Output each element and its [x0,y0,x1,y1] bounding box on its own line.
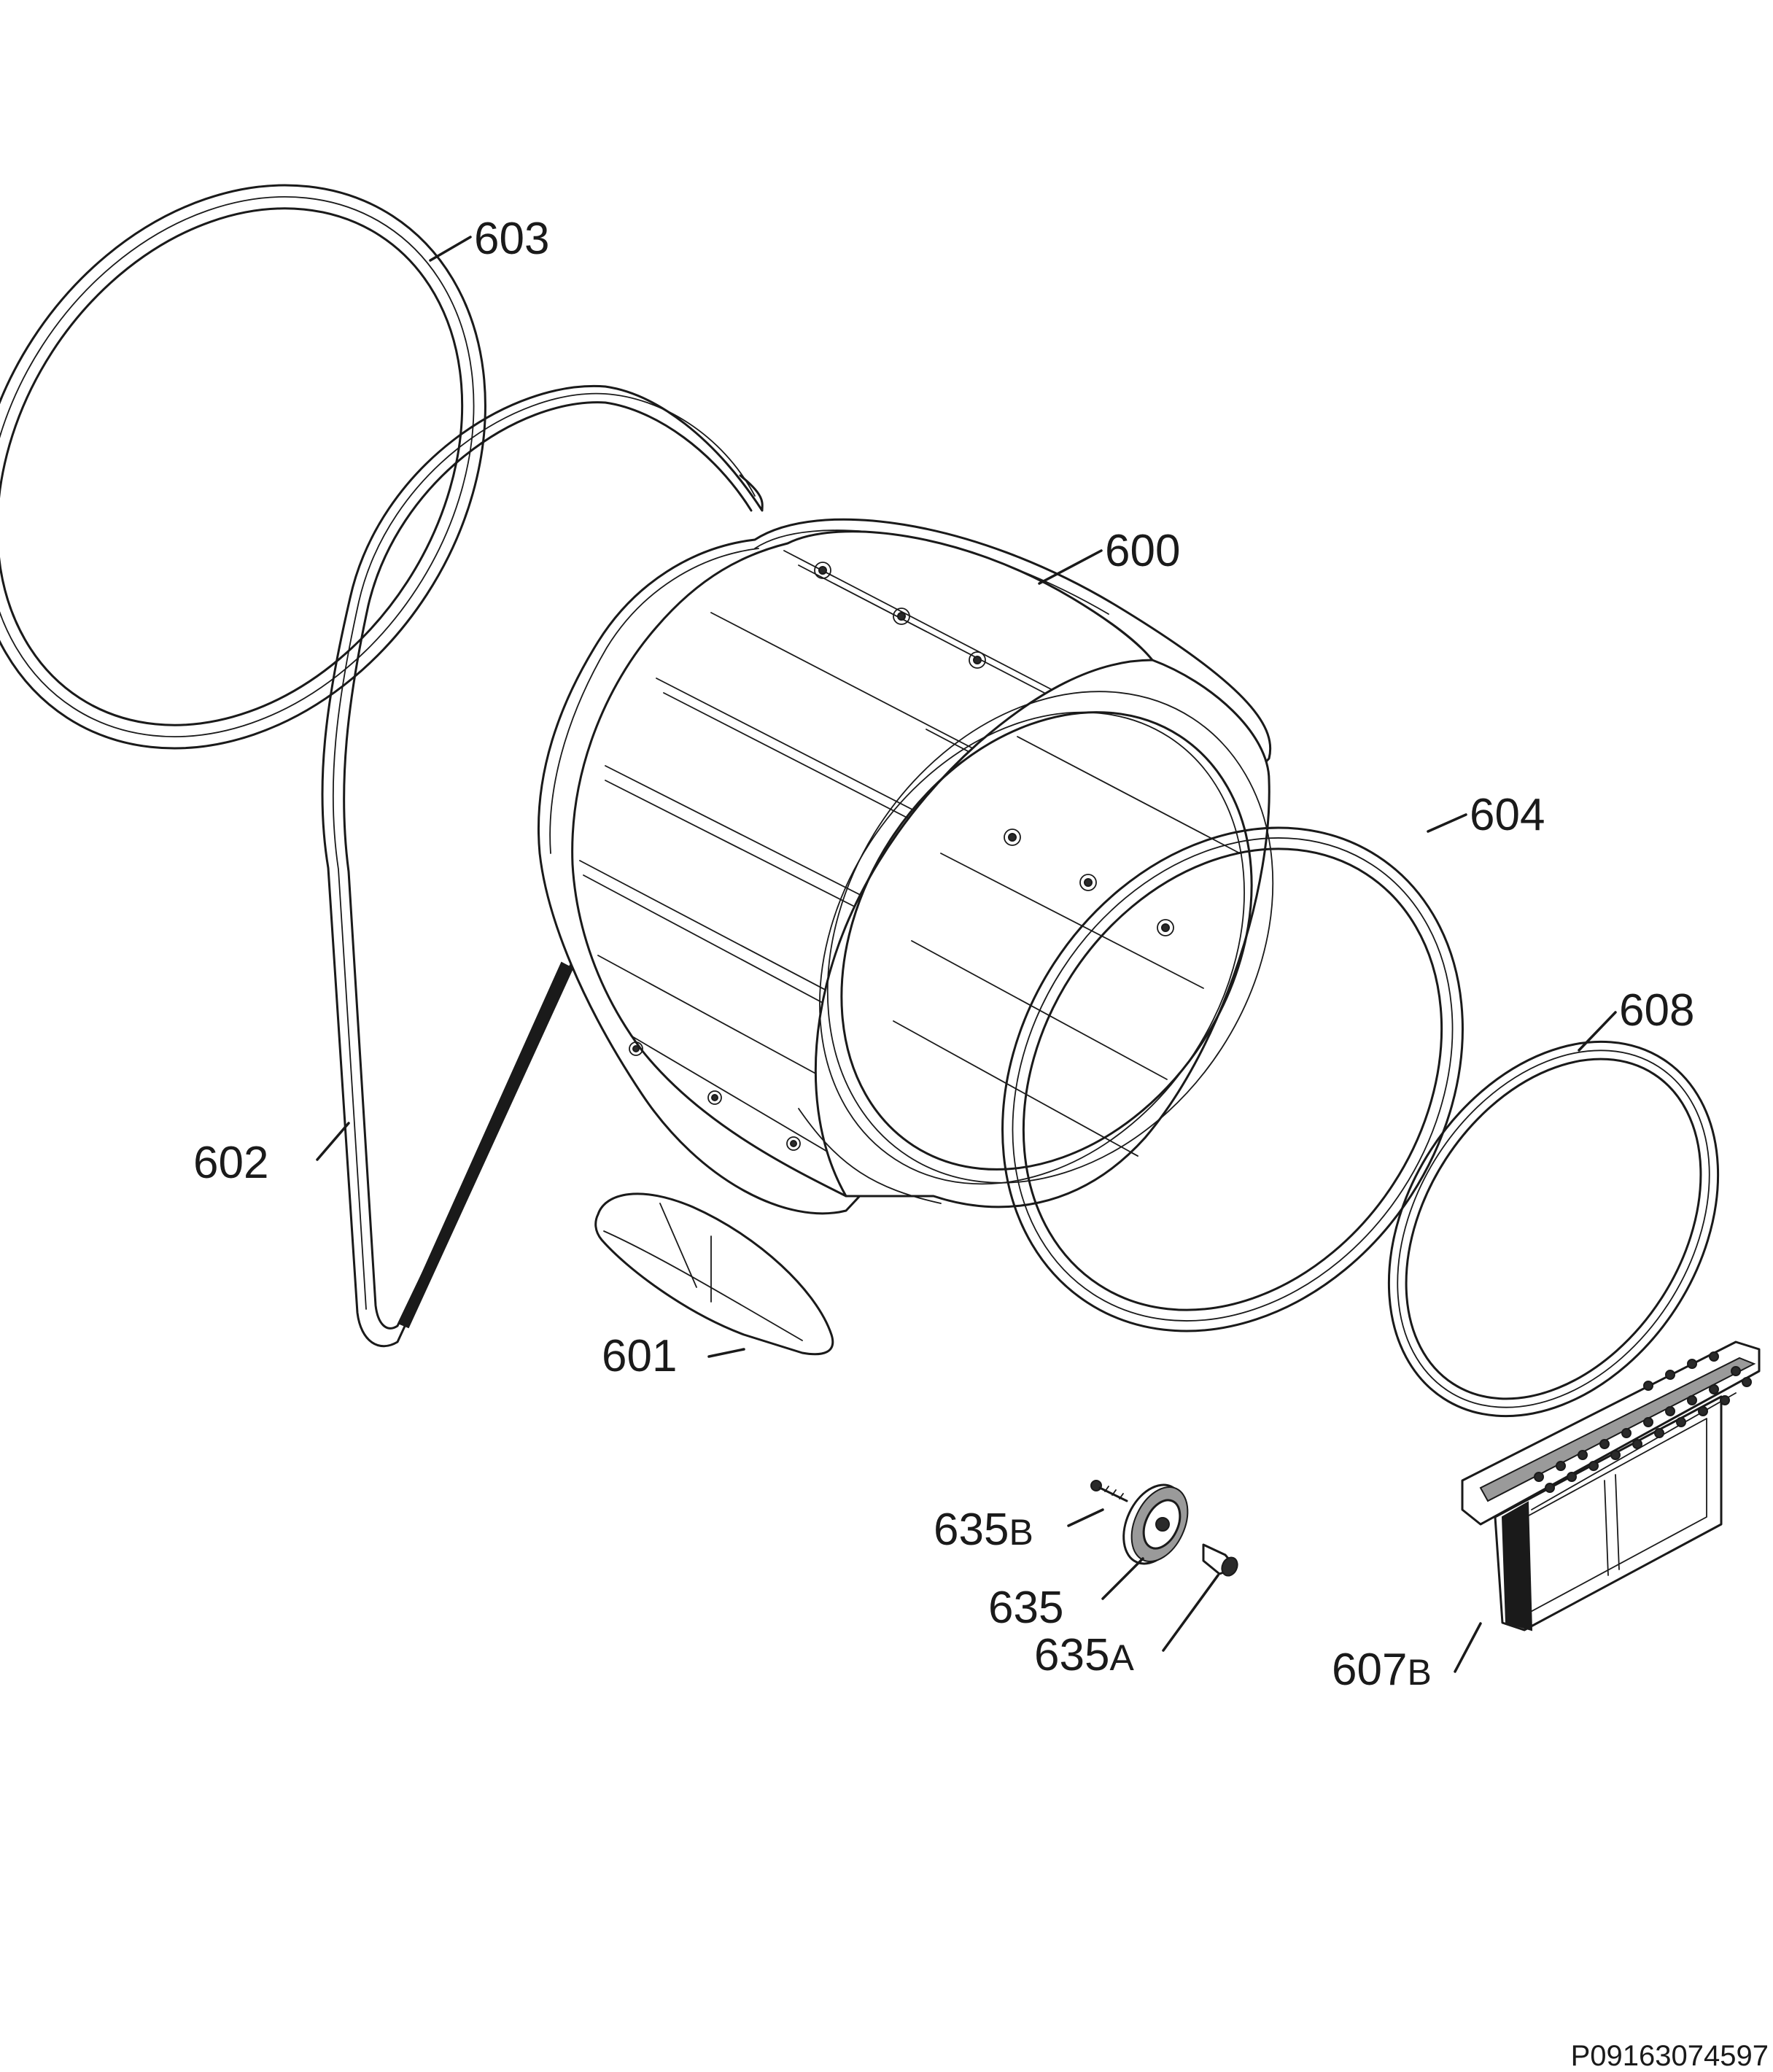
label-607B: 607B [1332,1645,1432,1695]
label-602: 602 [193,1138,268,1188]
filter-mesh [1534,1351,1752,1493]
label-604: 604 [1470,790,1545,840]
document-id: P09163074597 [1571,2040,1769,2072]
drum-600[interactable] [537,518,1363,1268]
part-labels: 603 600 604 608 602 601 635B 635 635A 60… [193,214,1694,1695]
drum-rivets [629,562,1174,1151]
drum-support-roller-635[interactable] [1111,1475,1198,1574]
label-635B: 635B [934,1505,1033,1555]
label-608: 608 [1619,985,1694,1036]
drum-lifter-601[interactable] [594,1192,834,1356]
label-635: 635 [988,1583,1063,1633]
filter-gasket-608[interactable] [1321,980,1773,1478]
rear-drum-seal-603[interactable] [0,88,589,845]
label-603: 603 [474,214,549,264]
label-635A: 635A [1034,1630,1134,1680]
label-601: 601 [602,1331,677,1381]
lint-filter-607B[interactable] [1461,1340,1761,1631]
roller-bushing-635A[interactable] [1202,1543,1241,1578]
label-600: 600 [1105,526,1180,576]
roller-screw-635B[interactable] [1090,1480,1128,1502]
leader-lines [316,236,1617,1673]
drive-belt-602[interactable] [321,384,764,1348]
front-drum-seal-604[interactable] [909,740,1556,1419]
